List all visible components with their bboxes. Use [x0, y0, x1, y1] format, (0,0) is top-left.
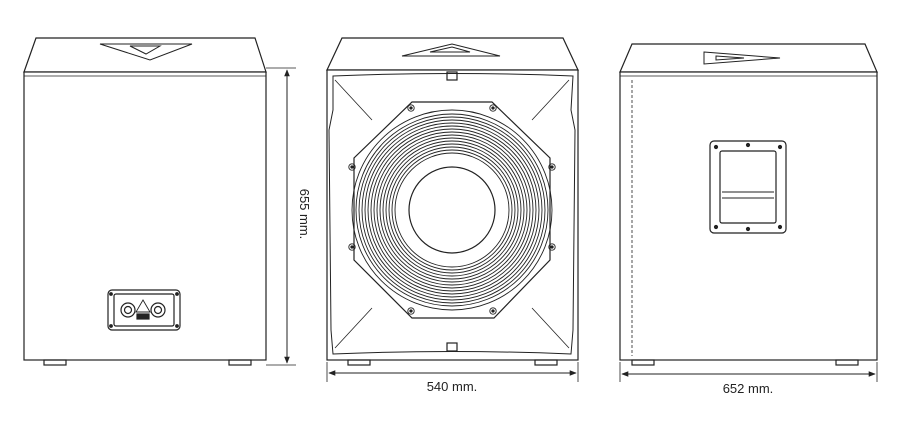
- front-foot-right: [534, 359, 558, 366]
- front-top-bevel: [326, 37, 579, 71]
- speakon-connector-1-icon: [120, 302, 136, 318]
- side-view: [619, 43, 878, 366]
- mounting-bolts: [348, 104, 556, 315]
- side-logo-icon: [703, 51, 781, 65]
- rear-foot-right: [228, 359, 252, 366]
- carry-handle: [709, 140, 787, 234]
- logo-icon: [99, 43, 193, 61]
- side-top: [619, 43, 878, 73]
- height-dimension: 655 mm.: [266, 67, 312, 366]
- grille-clip-bottom: [446, 342, 458, 352]
- grille-clip-top: [446, 71, 458, 81]
- warning-triangle-icon: [135, 299, 151, 313]
- rear-view: [23, 37, 267, 366]
- speakon-connector-2-icon: [150, 302, 166, 318]
- front-logo-icon: [401, 43, 501, 57]
- dust-cap: [408, 166, 496, 254]
- woofer-cone: [351, 109, 553, 311]
- connector-plate: [107, 289, 181, 331]
- front-foot-left: [347, 359, 371, 366]
- height-label: 655 mm.: [297, 189, 312, 240]
- width-dimension: 540 mm.: [326, 362, 579, 394]
- grille-frame: [328, 73, 576, 355]
- width-label: 540 mm.: [427, 379, 478, 394]
- depth-dimension: 652 mm.: [619, 362, 878, 396]
- rear-foot-left: [43, 359, 67, 366]
- side-foot-right: [835, 359, 859, 366]
- rear-top-bevel: [23, 37, 267, 73]
- depth-label: 652 mm.: [723, 381, 774, 396]
- side-foot-left: [631, 359, 655, 366]
- front-view: [326, 37, 579, 366]
